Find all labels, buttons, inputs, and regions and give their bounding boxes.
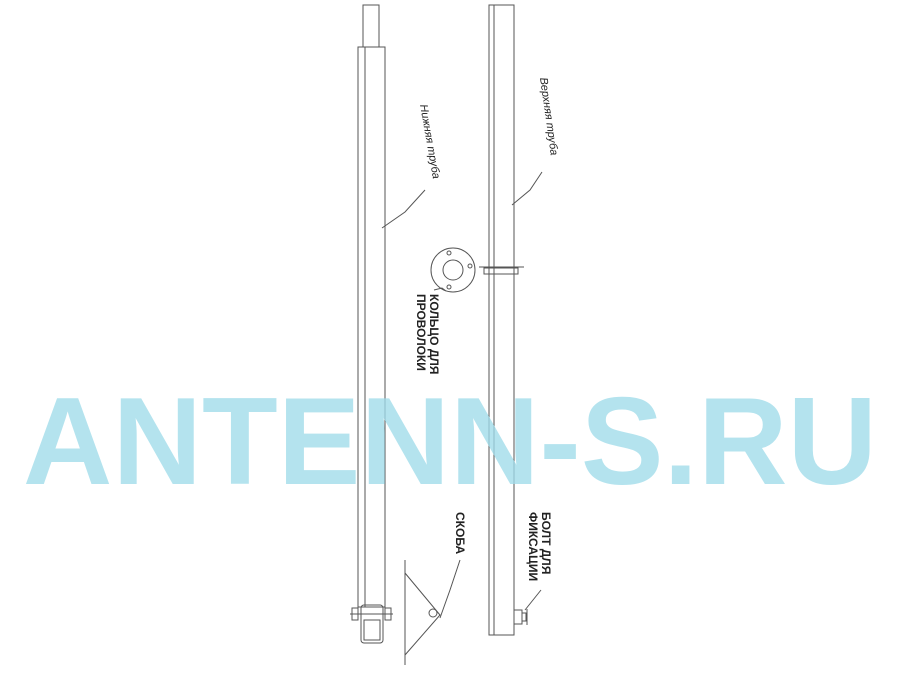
leader-lines	[381, 171, 543, 619]
fix-bolt-label-line2: ФИКСАЦИИ	[526, 512, 540, 581]
upper-tube-label: Верхняя труба	[537, 77, 560, 156]
bracket	[404, 560, 441, 665]
wire-ring	[430, 247, 476, 293]
wire-ring-label-line1: КОЛЬЦО ДЛЯ	[427, 294, 441, 374]
fix-bolt-label-line1: БОЛТ ДЛЯ	[539, 512, 553, 574]
upper-tube	[479, 4, 528, 636]
lower-tube	[350, 4, 393, 644]
bracket-label: СКОБА	[453, 512, 467, 554]
lower-tube-label: Нижняя труба	[417, 103, 442, 179]
wire-ring-label-line2: ПРОВОЛОКИ	[414, 294, 428, 371]
